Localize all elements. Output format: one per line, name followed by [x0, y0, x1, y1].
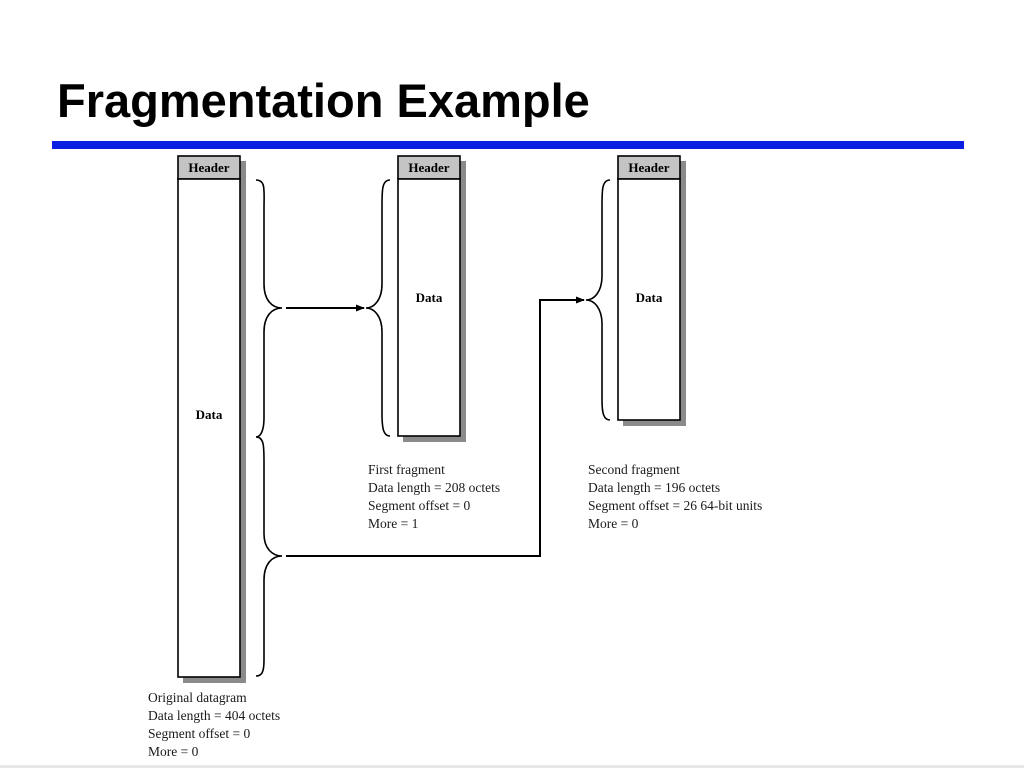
second-fragment: Header Data: [617, 155, 686, 426]
first-caption-line: Segment offset = 0: [368, 498, 471, 513]
original-caption-line: Segment offset = 0: [148, 726, 251, 741]
first-fragment: Header Data: [397, 155, 466, 442]
brace-second-fragment: [585, 179, 611, 421]
second-header-label: Header: [628, 160, 669, 175]
title-underline: [52, 141, 964, 149]
first-caption-line: Data length = 208 octets: [368, 480, 501, 495]
original-caption-line: Data length = 404 octets: [148, 708, 281, 723]
original-data-label: Data: [196, 407, 223, 422]
brace-original-second-part: [255, 436, 283, 677]
first-fragment-caption: First fragment Data length = 208 octets …: [368, 461, 500, 533]
original-datagram: Header Data: [177, 155, 246, 683]
original-header-label: Header: [188, 160, 229, 175]
brace-original-first-part: [255, 179, 283, 438]
second-caption-line: Segment offset = 26 64-bit units: [588, 498, 763, 513]
second-caption-line: Data length = 196 octets: [588, 480, 721, 495]
original-caption: Original datagram Data length = 404 octe…: [148, 689, 280, 761]
original-caption-line: More = 0: [148, 744, 199, 759]
first-caption-line: More = 1: [368, 516, 419, 531]
first-caption-line: First fragment: [368, 462, 445, 477]
first-header-label: Header: [408, 160, 449, 175]
second-data-label: Data: [636, 290, 663, 305]
arrow-to-second-fragment: [286, 296, 585, 557]
brace-first-fragment: [365, 179, 391, 437]
second-data-box: [617, 178, 681, 421]
second-fragment-caption: Second fragment Data length = 196 octets…: [588, 461, 762, 533]
page-title: Fragmentation Example: [57, 74, 590, 127]
original-data-box: [177, 178, 241, 678]
footer-divider: [0, 765, 1024, 768]
second-caption-line: Second fragment: [588, 462, 680, 477]
second-caption-line: More = 0: [588, 516, 639, 531]
first-data-label: Data: [416, 290, 443, 305]
original-caption-line: Original datagram: [148, 690, 247, 705]
first-data-box: [397, 178, 461, 437]
